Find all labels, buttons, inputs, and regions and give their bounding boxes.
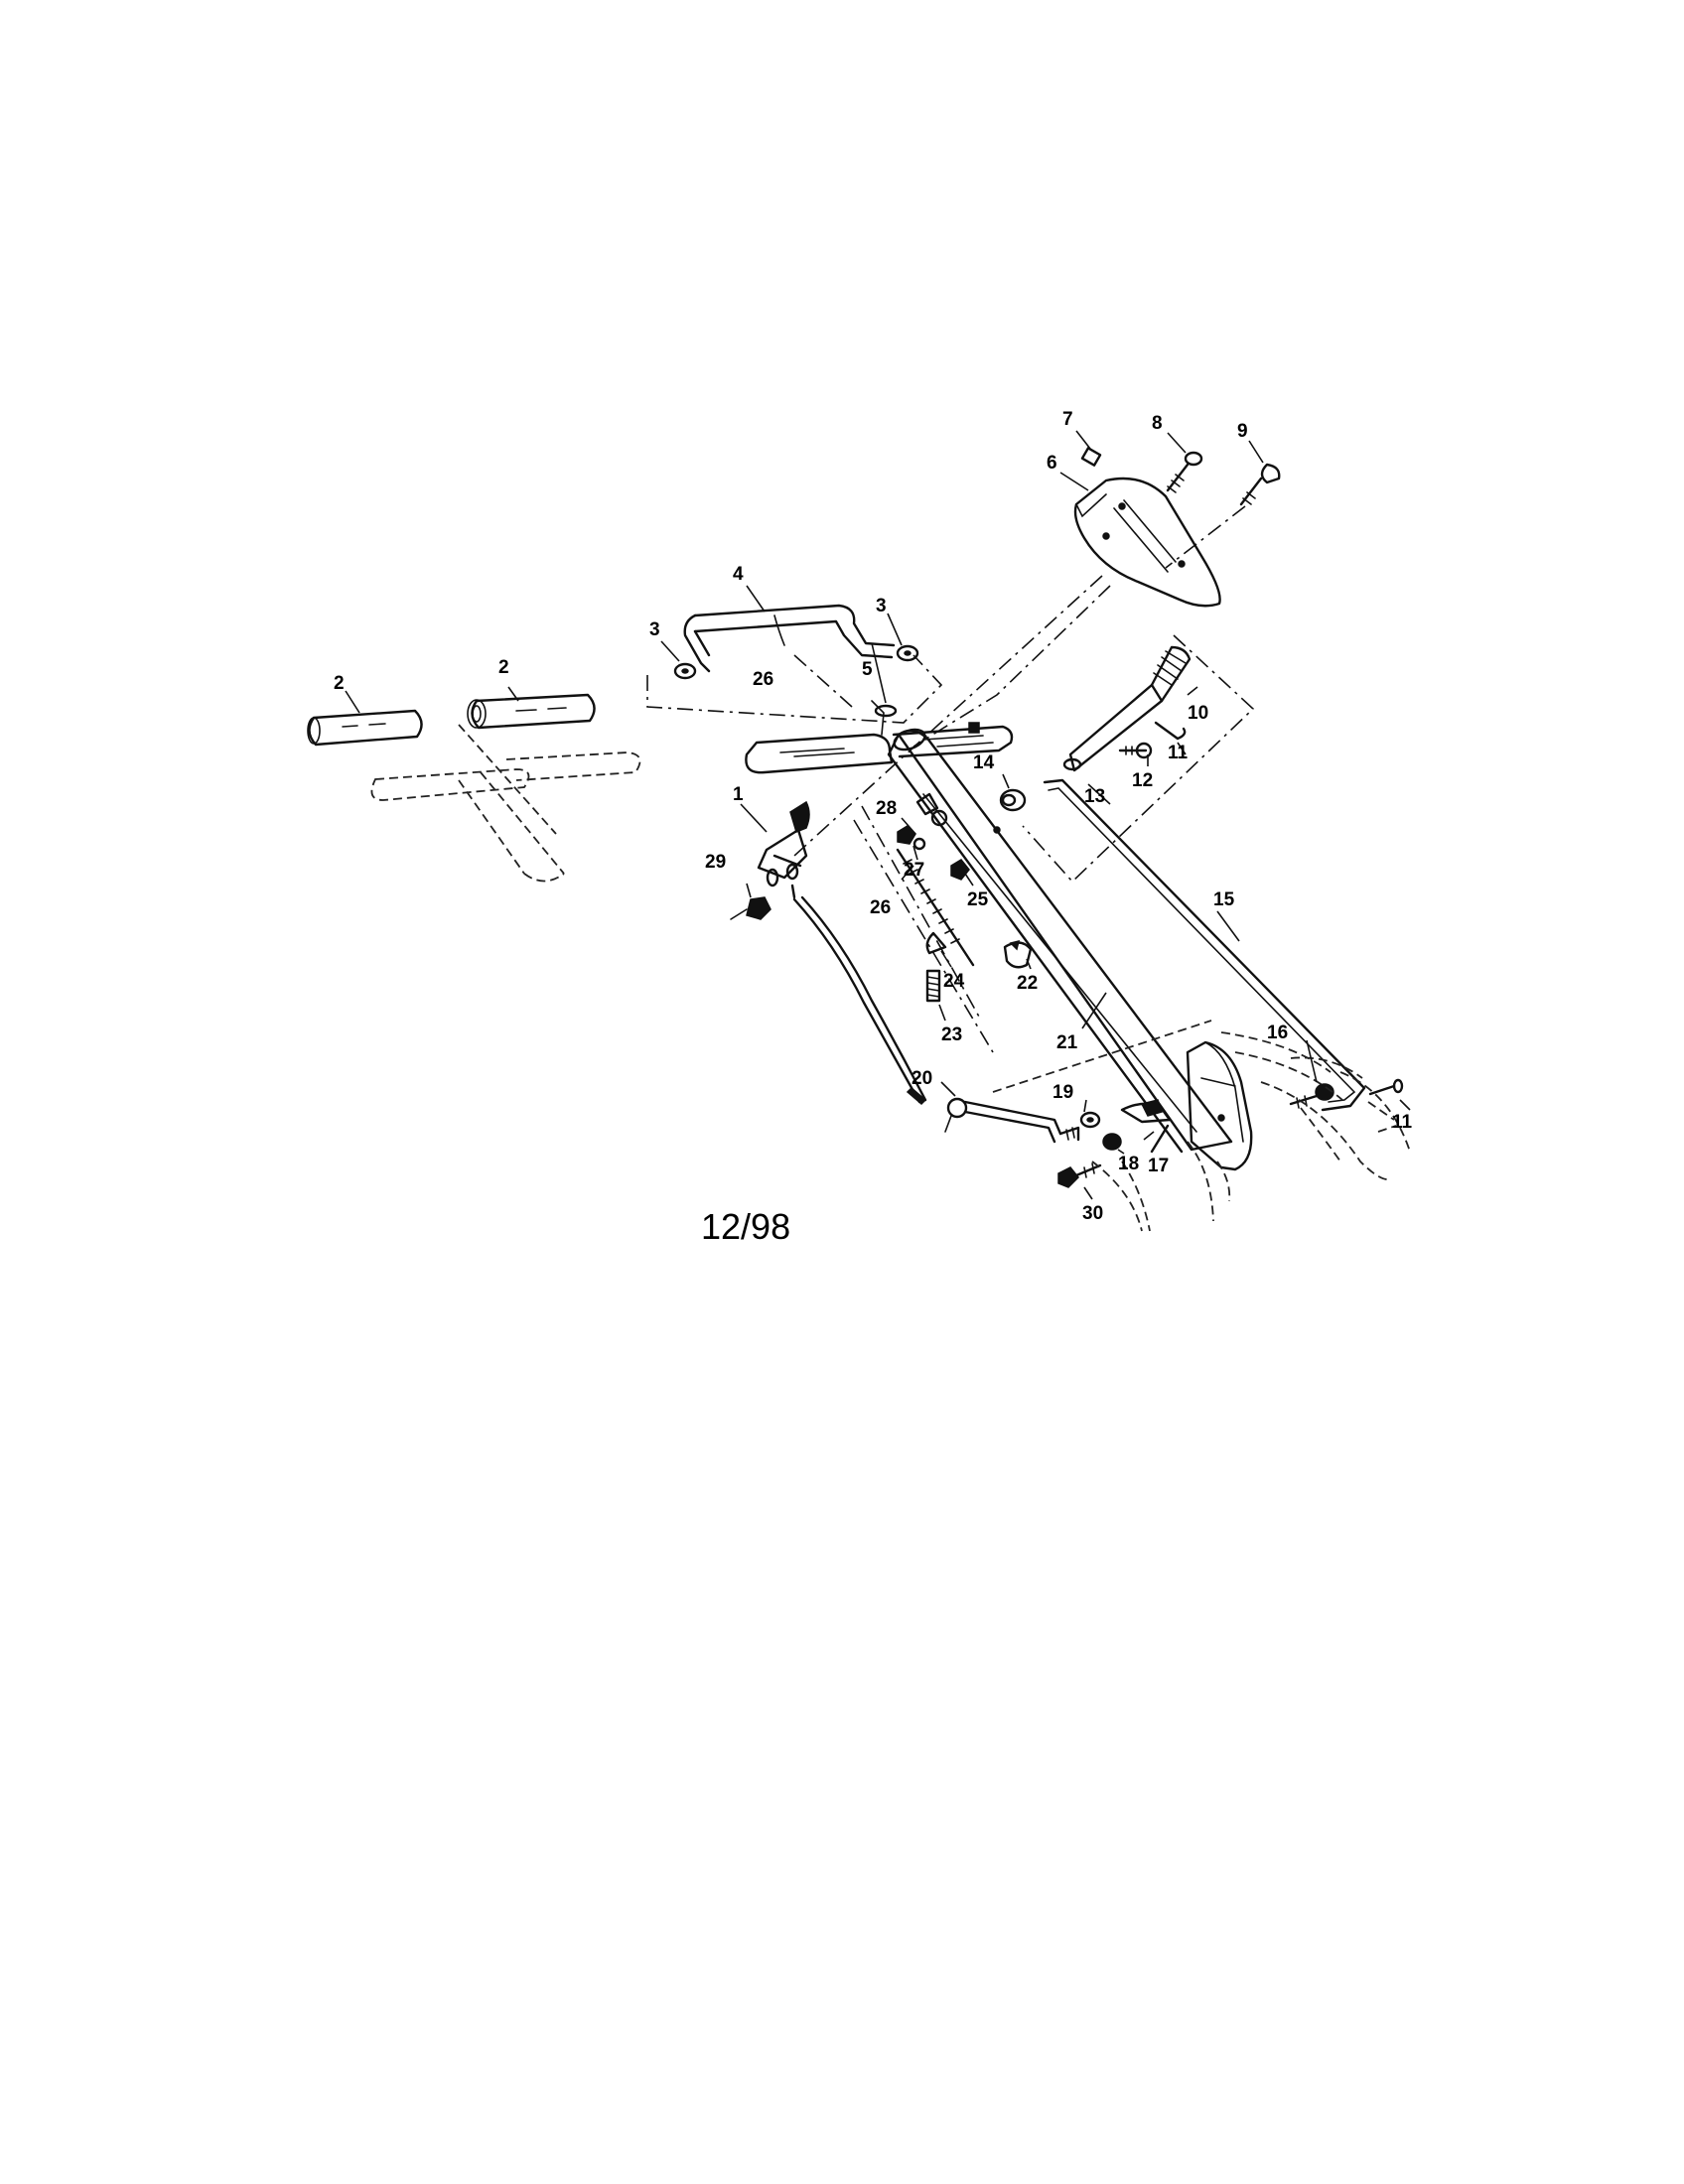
bracket-guide-2 bbox=[1165, 505, 1246, 569]
callout-2-left: 2 bbox=[334, 673, 345, 694]
callout-11-upper: 11 bbox=[1168, 743, 1189, 763]
fastener-7 bbox=[1080, 447, 1102, 467]
callout-24: 24 bbox=[943, 971, 965, 992]
callout-30: 30 bbox=[1082, 1203, 1103, 1224]
control-lever bbox=[757, 800, 810, 899]
callout-7: 7 bbox=[1062, 409, 1073, 430]
alignment-box-upper bbox=[646, 654, 943, 724]
callout-23: 23 bbox=[941, 1024, 962, 1045]
date-code: 12/98 bbox=[701, 1206, 790, 1247]
control-cable bbox=[792, 895, 927, 1106]
callout-labels: 1 2 2 3 3 4 5 6 7 8 9 10 11 11 12 13 14 … bbox=[334, 409, 1413, 1224]
lever-screw-12 bbox=[1118, 742, 1153, 759]
callout-1: 1 bbox=[733, 784, 744, 805]
fastener-8-screw bbox=[1166, 451, 1203, 493]
callout-4: 4 bbox=[733, 564, 744, 585]
callout-26-upper: 26 bbox=[753, 669, 773, 690]
phantom-tiller-frame bbox=[992, 1020, 1411, 1232]
callout-21: 21 bbox=[1056, 1032, 1078, 1053]
lower-mount-bracket bbox=[1186, 1040, 1253, 1171]
washer-19 bbox=[1079, 1111, 1101, 1129]
lower-bar-knob bbox=[874, 704, 898, 718]
clip-24 bbox=[925, 931, 947, 955]
callout-17: 17 bbox=[1148, 1156, 1169, 1176]
bracket-guide-3 bbox=[793, 575, 1103, 857]
callout-5: 5 bbox=[862, 659, 873, 680]
upper-handle-bar bbox=[683, 604, 896, 673]
callout-14: 14 bbox=[973, 752, 995, 773]
callout-11-lower: 11 bbox=[1392, 1112, 1413, 1133]
shift-rod bbox=[1043, 778, 1366, 1112]
callout-6: 6 bbox=[1047, 453, 1057, 474]
callout-3-left: 3 bbox=[649, 619, 660, 640]
nut-27 bbox=[897, 825, 926, 851]
callout-20: 20 bbox=[912, 1068, 932, 1089]
bracket-guide bbox=[912, 585, 1111, 748]
callout-8: 8 bbox=[1152, 413, 1163, 434]
leader-lines bbox=[345, 430, 1411, 1200]
callout-13: 13 bbox=[1084, 786, 1105, 807]
fastener-guide-right bbox=[861, 805, 980, 1018]
callout-9: 9 bbox=[1237, 421, 1248, 442]
bolt-30 bbox=[1057, 1162, 1102, 1188]
hand-grip-right bbox=[467, 693, 596, 730]
nut-29 bbox=[730, 896, 772, 920]
callout-26-lower: 26 bbox=[870, 897, 891, 918]
callout-19: 19 bbox=[1052, 1082, 1073, 1103]
upper-bracket-plate bbox=[1073, 477, 1221, 608]
callout-29: 29 bbox=[705, 852, 726, 873]
fastener-guide-left bbox=[853, 819, 994, 1053]
bolt-16 bbox=[1289, 1083, 1334, 1109]
callout-28: 28 bbox=[876, 798, 897, 819]
callout-25: 25 bbox=[967, 889, 989, 910]
shift-lever bbox=[1062, 645, 1192, 772]
spacer-14 bbox=[999, 788, 1027, 812]
clamp-22 bbox=[1003, 939, 1033, 969]
phantom-handle-left bbox=[370, 724, 641, 883]
callout-3-right: 3 bbox=[876, 596, 887, 616]
lower-clamp-17 bbox=[1120, 1099, 1172, 1154]
fastener-9-bolt bbox=[1239, 463, 1281, 506]
washer-right bbox=[896, 644, 919, 662]
callout-22: 22 bbox=[1017, 973, 1038, 994]
callout-10: 10 bbox=[1188, 703, 1208, 724]
clip-28 bbox=[915, 792, 948, 827]
lever-box bbox=[1022, 634, 1255, 884]
hand-grip-left bbox=[307, 709, 423, 747]
control-rod-20 bbox=[944, 1097, 1080, 1144]
callout-15: 15 bbox=[1213, 889, 1235, 910]
callout-12: 12 bbox=[1132, 770, 1153, 791]
callout-2-right: 2 bbox=[498, 657, 509, 678]
nut-18 bbox=[1102, 1133, 1122, 1151]
washer-left bbox=[673, 662, 697, 680]
callout-18: 18 bbox=[1118, 1154, 1139, 1174]
lower-handle-bar bbox=[745, 700, 1014, 774]
spring-23 bbox=[925, 969, 941, 1003]
lever-clip-11 bbox=[1154, 721, 1187, 741]
alignment-line-upper bbox=[793, 654, 853, 708]
callout-16: 16 bbox=[1267, 1023, 1288, 1043]
callout-27: 27 bbox=[904, 860, 924, 881]
clip-11-lower bbox=[1368, 1078, 1404, 1096]
